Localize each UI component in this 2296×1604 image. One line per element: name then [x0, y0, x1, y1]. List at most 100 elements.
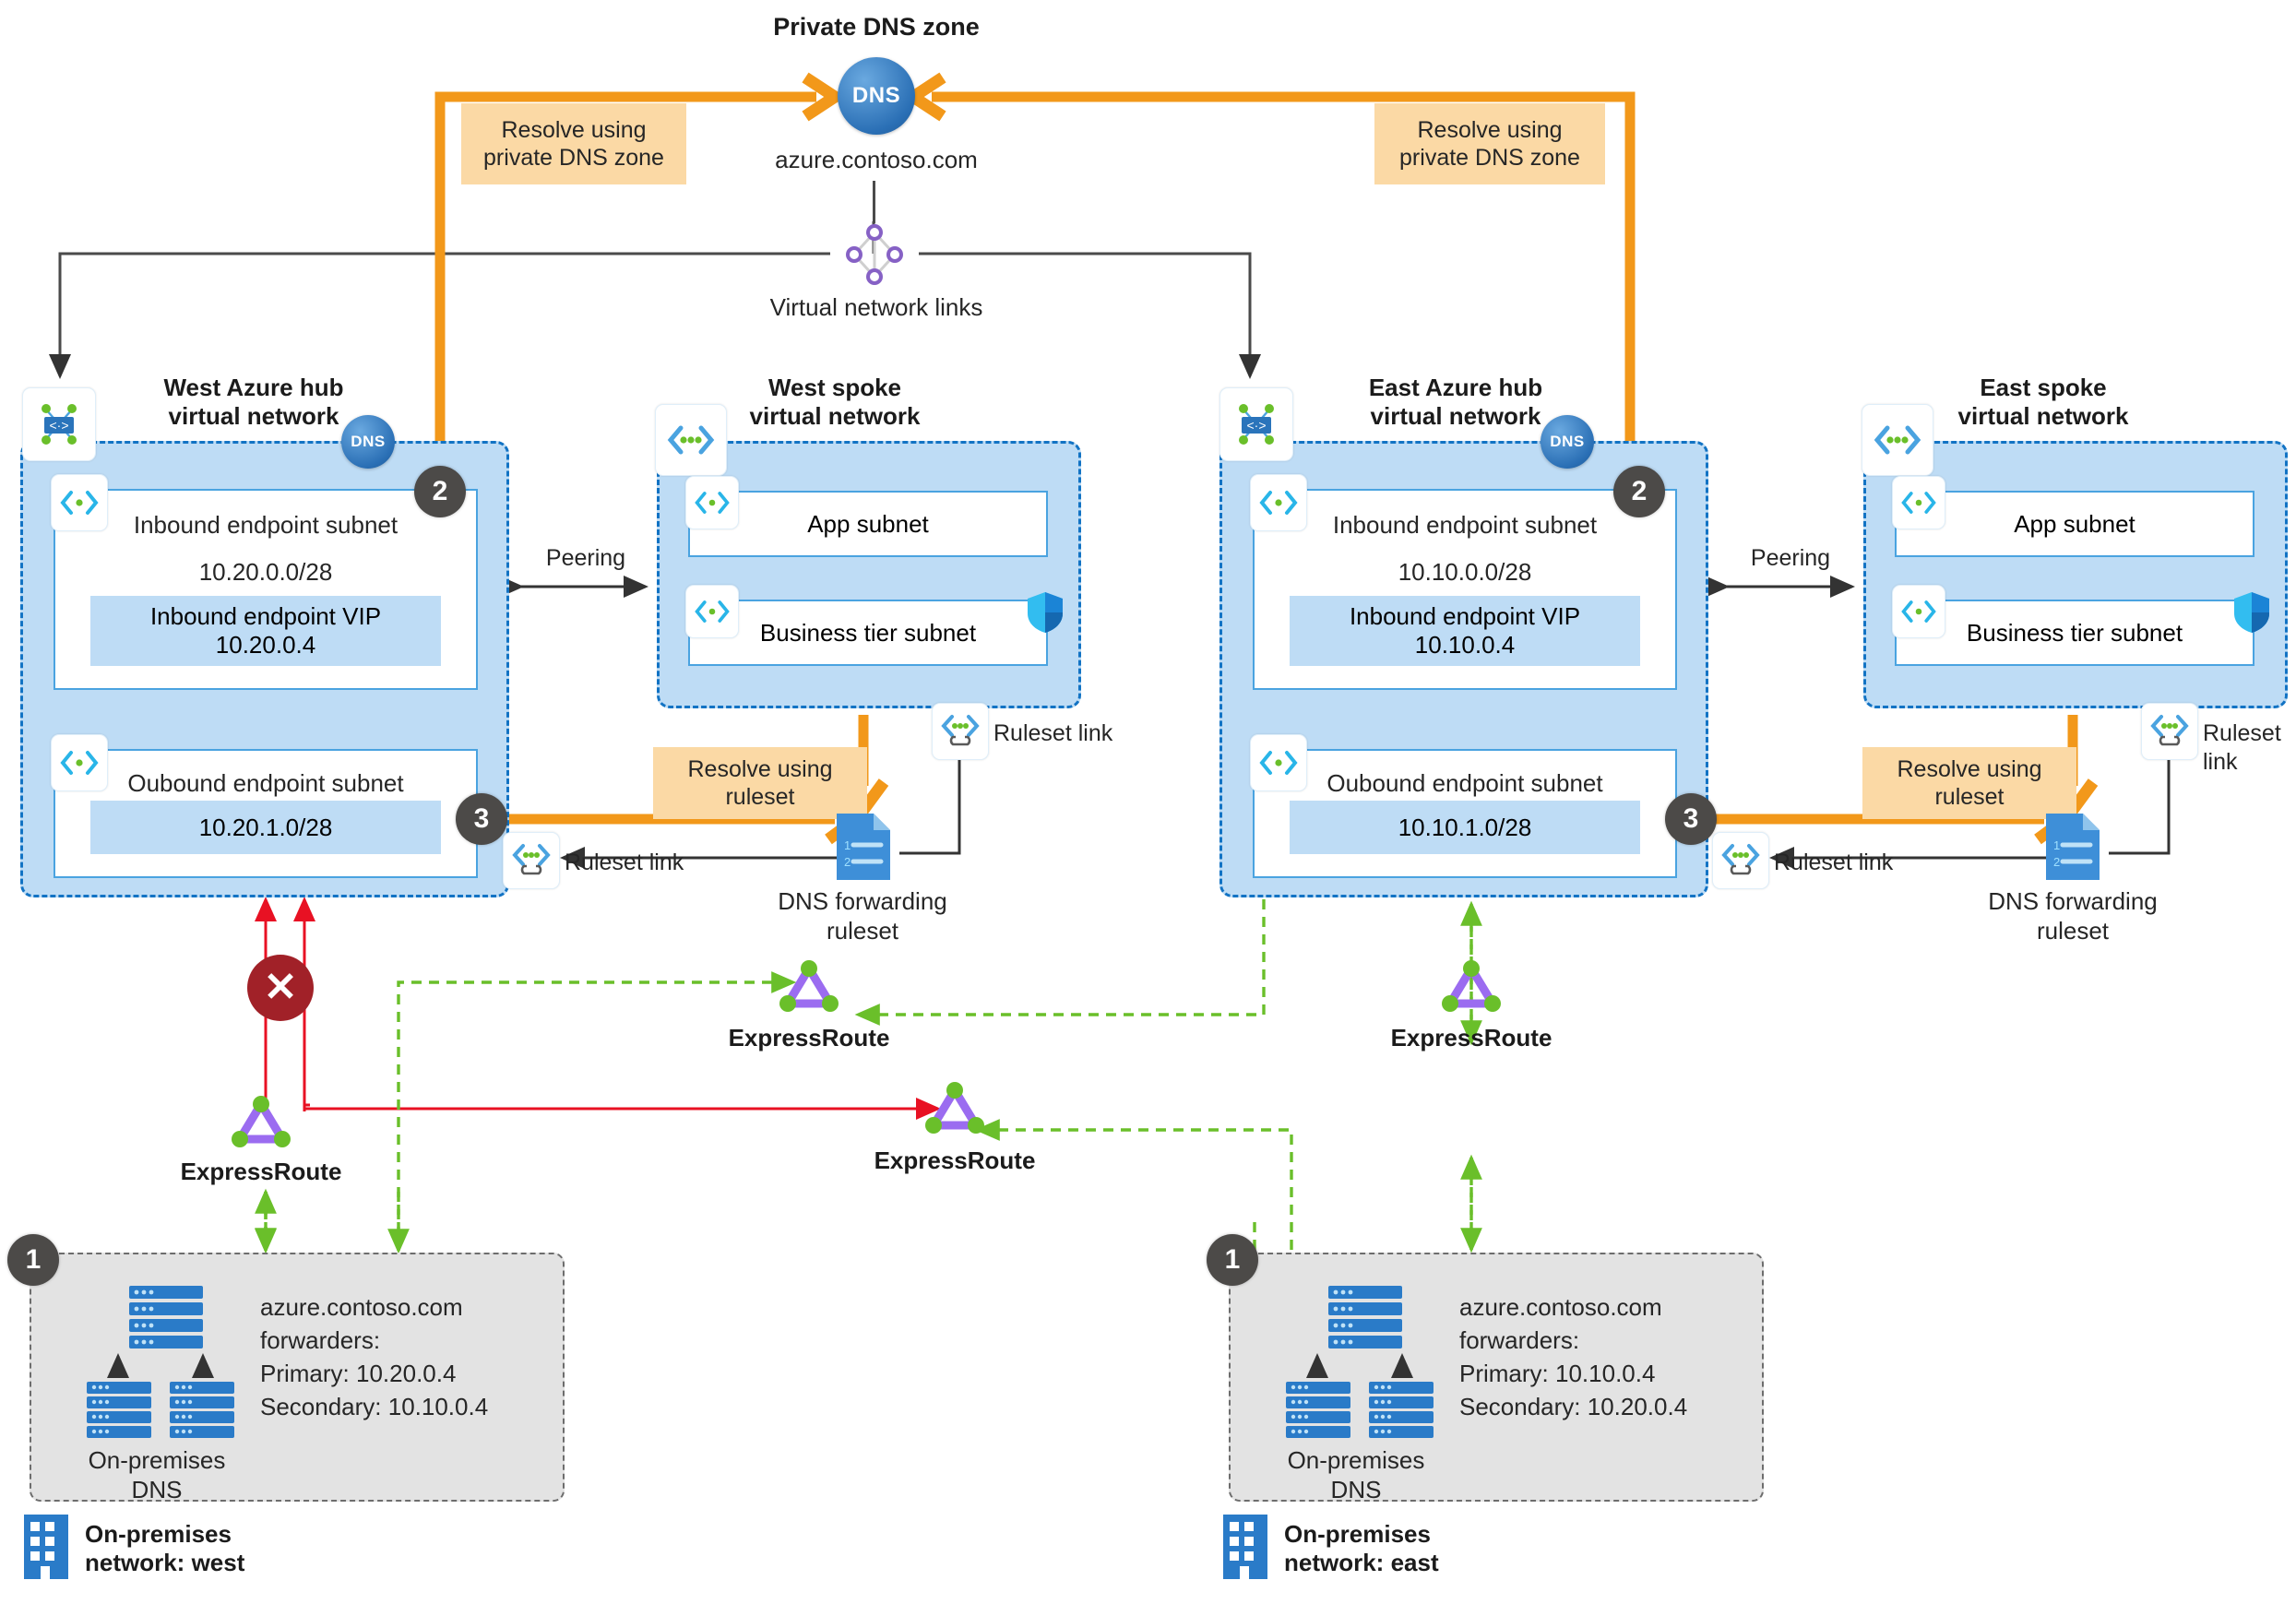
onprem-west-secondary: Secondary: 10.10.0.4	[260, 1393, 489, 1420]
west-inbound-vip-box: Inbound endpoint VIP 10.20.0.4	[90, 596, 441, 666]
onprem-east-zone: azure.contoso.com	[1459, 1293, 1662, 1321]
west-app-subnet: App subnet	[688, 491, 1048, 557]
onprem-east-dns-servers-icon	[1286, 1286, 1434, 1438]
east-outbound-cidr: 10.10.1.0/28	[1398, 813, 1532, 841]
vnet-links-icon	[846, 224, 903, 285]
west-outbound-subnet-label: Oubound endpoint subnet	[127, 769, 404, 797]
east-inbound-vip-ip: 10.10.0.4	[1414, 631, 1516, 659]
west-spoke-title: West spoke virtual network	[749, 374, 921, 430]
west-app-subnet-label: App subnet	[807, 509, 929, 538]
svg-text:2: 2	[2053, 855, 2060, 869]
west-business-subnet-icon	[685, 585, 739, 638]
east-hub-vnet-icon: <·>	[1219, 387, 1293, 461]
expressroute-blocked-target-icon	[925, 1082, 984, 1134]
west-ruleset-label: DNS forwarding ruleset	[778, 887, 947, 945]
west-outbound-cidr: 10.20.1.0/28	[198, 813, 333, 841]
east-outbound-subnet-label: Oubound endpoint subnet	[1326, 769, 1603, 797]
onprem-east-primary: Primary: 10.10.0.4	[1459, 1360, 1656, 1387]
west-inbound-subnet-icon	[51, 474, 108, 531]
onprem-west-forwarders-label: forwarders:	[260, 1326, 381, 1354]
dns-globe-label: DNS	[851, 83, 901, 108]
callout-resolve-private-dns-east: Resolve using private DNS zone	[1374, 103, 1605, 184]
peering-east-label: Peering	[1750, 545, 1831, 571]
onprem-east-network-title: On-premises network: east	[1284, 1520, 1439, 1576]
east-badge-3: 3	[1665, 793, 1717, 845]
east-hub-dns-icon: DNS	[1541, 415, 1594, 469]
onprem-west-dns-servers-icon	[87, 1286, 234, 1438]
onprem-east-building-icon	[1223, 1515, 1267, 1579]
west-inbound-vip-ip: 10.20.0.4	[215, 631, 316, 659]
green-expressroute-flows	[255, 899, 1482, 1253]
west-badge-2: 2	[414, 466, 466, 517]
blocked-path-x-icon: ✕	[247, 955, 314, 1021]
west-ruleset-link-right-label: Ruleset link	[993, 720, 1113, 746]
peering-west-label: Peering	[545, 545, 626, 571]
expressroute-west-left-label: ExpressRoute	[180, 1158, 342, 1185]
east-inbound-vip-label: Inbound endpoint VIP	[1349, 602, 1581, 630]
east-app-subnet-icon	[1892, 476, 1945, 529]
svg-text:<·>: <·>	[49, 418, 68, 433]
expressroute-west-mid-icon	[779, 960, 839, 1012]
west-ruleset-link-left-icon	[503, 832, 560, 889]
west-hub-vnet-icon: <·>	[22, 387, 96, 461]
page-title: Private DNS zone	[773, 13, 980, 41]
vnet-links-label: Virtual network links	[769, 293, 983, 321]
west-business-subnet: Business tier subnet	[688, 600, 1048, 666]
east-inbound-subnet-icon	[1250, 474, 1307, 531]
zone-to-links-line	[873, 181, 875, 223]
east-ruleset-label: DNS forwarding ruleset	[1988, 887, 2158, 945]
vnet-link-connectors	[49, 221, 1261, 379]
east-business-subnet: Business tier subnet	[1895, 600, 2254, 666]
east-inbound-vip-box: Inbound endpoint VIP 10.10.0.4	[1290, 596, 1640, 666]
east-ruleset-link-right-icon	[2141, 703, 2198, 760]
west-business-subnet-label: Business tier subnet	[759, 618, 977, 647]
expressroute-west-mid-label: ExpressRoute	[728, 1024, 890, 1052]
svg-text:1: 1	[844, 838, 851, 852]
east-inbound-cidr: 10.10.0.0/28	[1398, 558, 1532, 586]
expressroute-east-mid-icon	[1442, 960, 1501, 1012]
west-dns-forwarding-ruleset-icon: 1 2	[837, 814, 890, 880]
west-outbound-cidr-box: 10.20.1.0/28	[90, 801, 441, 854]
onprem-west-dns-label: On-premises DNS	[88, 1446, 226, 1503]
callout-resolve-private-dns-west: Resolve using private DNS zone	[461, 103, 686, 184]
east-outbound-cidr-box: 10.10.1.0/28	[1290, 801, 1640, 854]
east-outbound-subnet-icon	[1250, 734, 1307, 791]
east-ruleset-link-left-label: Ruleset link	[1774, 850, 1894, 875]
private-dns-zone-icon: DNS	[838, 57, 915, 135]
west-outbound-subnet-icon	[51, 734, 108, 791]
west-hub-dns-icon: DNS	[341, 415, 395, 469]
expressroute-west-left-icon	[232, 1096, 291, 1147]
east-business-subnet-label: Business tier subnet	[1966, 618, 2183, 647]
green-onprem-stubs	[255, 1192, 410, 1254]
west-ruleset-link-right-icon	[932, 703, 989, 760]
callout-resolve-ruleset-west: Resolve using ruleset	[653, 747, 867, 819]
west-spoke-vnet-icon	[655, 404, 727, 476]
east-business-subnet-icon	[1892, 585, 1945, 638]
west-hub-title: West Azure hub virtual network	[163, 374, 344, 430]
svg-text:2: 2	[844, 855, 851, 869]
onprem-east-forwarders-label: forwarders:	[1459, 1326, 1580, 1354]
expressroute-blocked-target-label: ExpressRoute	[874, 1147, 1036, 1174]
onprem-west-zone: azure.contoso.com	[260, 1293, 463, 1321]
east-hub-title: East Azure hub virtual network	[1368, 374, 1543, 430]
east-app-subnet-label: App subnet	[2014, 509, 2135, 538]
west-inbound-subnet-label: Inbound endpoint subnet	[133, 511, 399, 539]
west-app-subnet-icon	[685, 476, 739, 529]
expressroute-east-mid-label: ExpressRoute	[1390, 1024, 1552, 1052]
east-spoke-title: East spoke virtual network	[1957, 374, 2129, 430]
onprem-west-building-icon	[24, 1515, 68, 1579]
private-dns-zone-name: azure.contoso.com	[775, 146, 978, 173]
onprem-east-dns-label: On-premises DNS	[1287, 1446, 1425, 1503]
svg-text:1: 1	[2053, 838, 2060, 852]
onprem-east-badge-1: 1	[1207, 1234, 1258, 1286]
west-inbound-cidr: 10.20.0.0/28	[198, 558, 333, 586]
onprem-west-primary: Primary: 10.20.0.4	[260, 1360, 457, 1387]
svg-text:<·>: <·>	[1246, 418, 1266, 433]
callout-resolve-ruleset-east: Resolve using ruleset	[1862, 747, 2076, 819]
west-badge-3: 3	[456, 793, 507, 845]
east-badge-2: 2	[1613, 466, 1665, 517]
west-security-shield-icon	[1028, 592, 1063, 633]
onprem-east-secondary: Secondary: 10.20.0.4	[1459, 1393, 1688, 1420]
east-spoke-vnet-icon	[1862, 404, 1933, 476]
east-security-shield-icon	[2234, 592, 2269, 633]
